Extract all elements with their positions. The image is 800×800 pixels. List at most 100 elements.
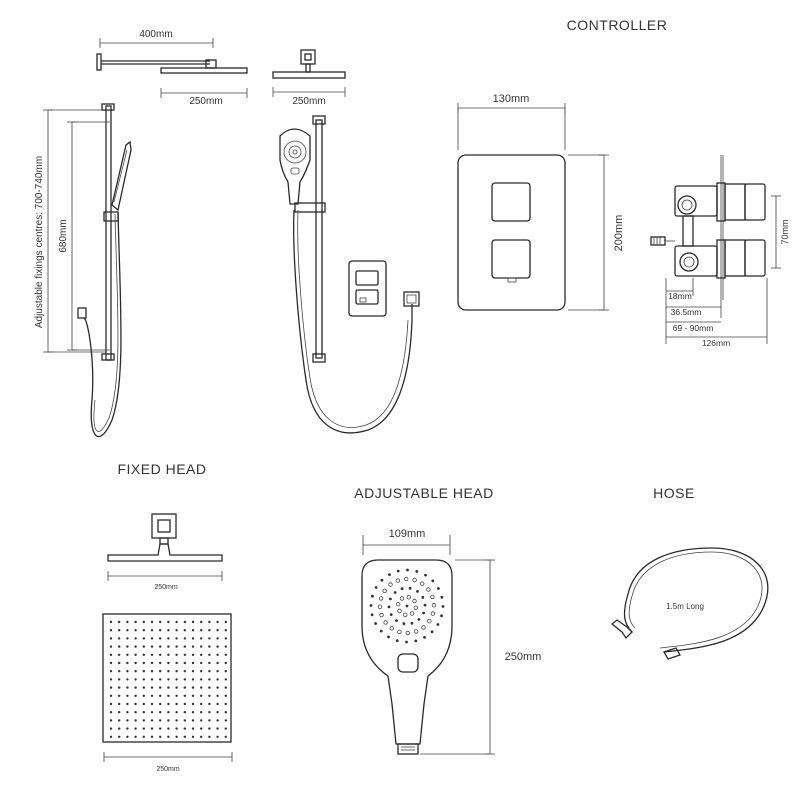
nozzle-dot bbox=[183, 727, 186, 730]
nozzle-dot bbox=[109, 678, 113, 681]
nozzle-dot bbox=[109, 620, 113, 624]
handset-nozzle bbox=[413, 605, 418, 610]
nozzle-dot bbox=[216, 629, 219, 632]
valve-side-drawing: 70mm 18mm 36.5mm 69 - 90mm 126mm bbox=[650, 155, 790, 348]
nozzle-dot bbox=[159, 653, 162, 656]
handset-nozzle bbox=[415, 570, 419, 573]
nozzle-dot bbox=[175, 694, 178, 697]
nozzle-dot bbox=[159, 637, 162, 640]
nozzle-dot bbox=[134, 678, 137, 681]
nozzle-dot bbox=[191, 629, 195, 632]
nozzle-dot bbox=[159, 719, 162, 722]
valve-18-label: 18mm bbox=[668, 291, 692, 301]
adjustable-head-title: ADJUSTABLE HEAD bbox=[354, 485, 494, 501]
nozzle-dot bbox=[142, 620, 145, 624]
nozzle-dot bbox=[142, 735, 145, 738]
handset-nozzle bbox=[410, 621, 414, 625]
nozzle-dot bbox=[167, 645, 170, 648]
nozzle-dot bbox=[175, 678, 178, 681]
nozzle-dot bbox=[159, 686, 162, 689]
handset-nozzle bbox=[406, 568, 409, 572]
nozzle-dot bbox=[191, 694, 195, 697]
handset-nozzle bbox=[369, 604, 373, 607]
nozzle-dot bbox=[208, 645, 211, 648]
nozzle-dot bbox=[159, 645, 162, 648]
nozzle-dot bbox=[150, 678, 154, 681]
nozzle-dot bbox=[175, 719, 178, 722]
nozzle-dot bbox=[200, 694, 203, 697]
nozzle-dot bbox=[200, 620, 203, 624]
handset-nozzle bbox=[380, 578, 384, 582]
nozzle-dot bbox=[126, 686, 129, 689]
handset-nozzle bbox=[377, 604, 383, 609]
nozzle-dot bbox=[191, 678, 195, 681]
nozzle-dot bbox=[175, 702, 178, 706]
controller-front-drawing: 130mm 200mm bbox=[457, 93, 625, 311]
nozzle-dot bbox=[150, 727, 154, 730]
nozzle-dot bbox=[126, 620, 129, 624]
nozzle-dot bbox=[134, 711, 137, 714]
fixed-head-plan-width-label: 250mm bbox=[156, 766, 180, 773]
nozzle-dot bbox=[208, 686, 211, 689]
valve-36-label: 36.5mm bbox=[671, 307, 702, 317]
handset-nozzle bbox=[379, 629, 383, 633]
handset-nozzle bbox=[412, 598, 417, 604]
nozzle-dot bbox=[216, 678, 219, 681]
nozzle-dot bbox=[216, 719, 219, 722]
nozzle-dot bbox=[175, 620, 178, 624]
nozzle-dot bbox=[224, 637, 227, 640]
nozzle-dot bbox=[109, 727, 113, 730]
nozzle-dot bbox=[109, 653, 113, 656]
handset-nozzle bbox=[408, 586, 412, 590]
nozzle-dot bbox=[118, 686, 121, 689]
nozzle-dot bbox=[191, 645, 195, 648]
nozzle-dot bbox=[216, 711, 219, 714]
nozzle-dot bbox=[216, 735, 219, 738]
nozzle-dot bbox=[142, 645, 145, 648]
nozzle-dot bbox=[200, 678, 203, 681]
handset-nozzle bbox=[426, 587, 431, 592]
handset-nozzle bbox=[430, 611, 436, 616]
nozzle-dot bbox=[134, 629, 137, 632]
nozzle-dot bbox=[191, 702, 195, 706]
nozzle-dot bbox=[200, 661, 203, 665]
nozzle-dot bbox=[109, 702, 113, 706]
controller-title: CONTROLLER bbox=[567, 17, 668, 33]
nozzle-dot bbox=[183, 702, 186, 706]
handset-nozzle bbox=[400, 587, 404, 591]
nozzle-dot bbox=[208, 637, 211, 640]
nozzle-dot bbox=[150, 653, 154, 656]
handset-nozzle bbox=[399, 596, 405, 601]
nozzle-dot bbox=[118, 670, 121, 673]
nozzle-dot bbox=[142, 678, 145, 681]
nozzle-dot bbox=[183, 719, 186, 722]
controller-height-label: 200mm bbox=[613, 215, 625, 252]
nozzle-dot bbox=[126, 661, 129, 665]
handset-nozzle bbox=[427, 619, 432, 624]
nozzle-dot bbox=[216, 686, 219, 689]
nozzle-dot bbox=[200, 653, 203, 656]
nozzle-dot bbox=[159, 727, 162, 730]
nozzle-dot bbox=[118, 653, 121, 656]
nozzle-dot bbox=[167, 678, 170, 681]
handset-nozzle bbox=[388, 582, 393, 587]
nozzle-dot bbox=[167, 686, 170, 689]
handset-nozzle bbox=[374, 622, 377, 625]
nozzle-dot bbox=[167, 719, 170, 722]
nozzle-dot bbox=[191, 670, 195, 673]
nozzle-dot bbox=[200, 670, 203, 673]
nozzle-dot bbox=[134, 620, 137, 624]
nozzle-dot bbox=[208, 629, 211, 632]
nozzle-dot bbox=[118, 694, 121, 697]
nozzle-dot bbox=[216, 694, 219, 697]
handset-nozzle bbox=[430, 630, 434, 634]
nozzle-dot bbox=[126, 694, 129, 697]
handset-nozzle bbox=[440, 614, 443, 618]
fixing-centres-label: Adjustable fixings centres: 700-740mm bbox=[34, 156, 45, 328]
nozzle-dot bbox=[224, 645, 227, 648]
nozzle-dot bbox=[134, 727, 137, 730]
handset-nozzle bbox=[416, 590, 419, 593]
handset-nozzle bbox=[409, 611, 415, 616]
nozzle-dot bbox=[118, 661, 121, 665]
